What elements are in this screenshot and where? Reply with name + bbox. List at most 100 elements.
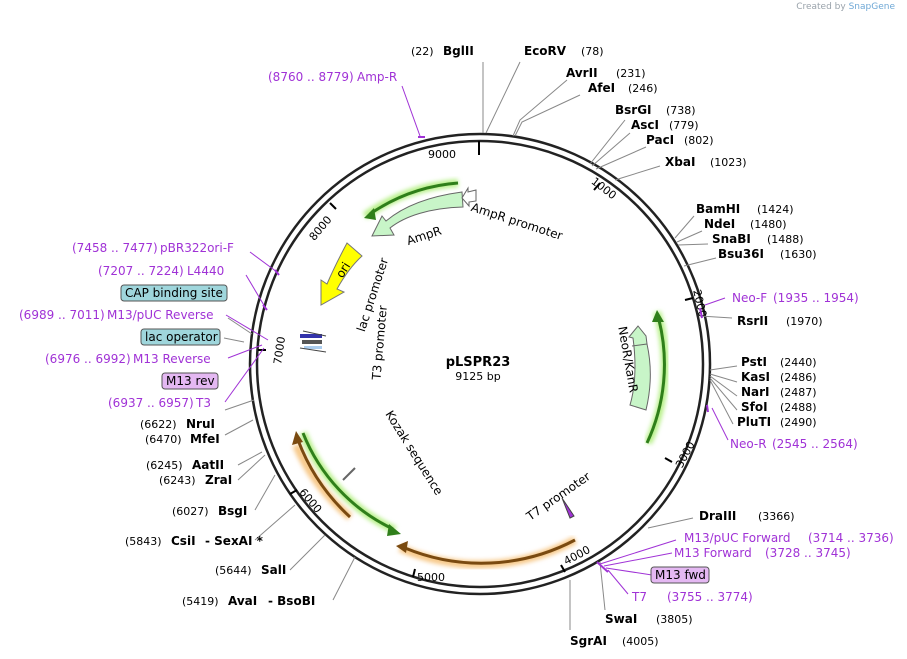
tick-5000: 5000: [417, 571, 445, 584]
primer-t3-name: T3: [195, 396, 211, 410]
site-asci-pos: (779): [669, 119, 699, 132]
kozak-line-arrowhead: [387, 524, 401, 536]
site-avai-pos: (5419): [182, 595, 219, 608]
primer-labels: (8760 .. 8779) Amp-R (7458 .. 7477) pBR3…: [19, 70, 894, 604]
site-draiii-name: DraIII: [699, 509, 736, 523]
plasmid-length: 9125 bp: [455, 370, 500, 383]
backbone-outer-ring: [248, 132, 712, 596]
m13-fwd-box: [650, 566, 710, 584]
boxed-labels: CAP binding site lac operator M13 rev M1…: [120, 284, 710, 584]
primer-m13puc-rev-range: (6989 .. 7011): [19, 308, 105, 322]
orange-arrow-bottom: [404, 538, 576, 565]
site-csii-name: CsiI: [171, 534, 196, 548]
tick-7000: 7000: [271, 336, 288, 366]
cap-binding-site-label: CAP binding site: [125, 286, 223, 300]
primer-m13puc-fwd-name: M13/pUC Forward: [684, 531, 791, 545]
site-bsgi-name: BsgI: [218, 504, 247, 518]
scale-ticks: [258, 141, 694, 578]
primer-neor-name: Neo-R: [730, 437, 767, 451]
orange-arrow-left: [296, 439, 352, 519]
site-sfoi-name: SfoI: [741, 400, 768, 414]
m13-fwd-label: M13 fwd: [655, 568, 706, 582]
site-swai-pos: (3805): [656, 613, 693, 626]
ampr-line-arrowhead: [364, 208, 376, 220]
site-ndei-name: NdeI: [704, 217, 735, 231]
site-avai-name: AvaI: [228, 594, 257, 608]
primer-pbr322ori-range: (7458 .. 7477): [72, 241, 158, 255]
site-ndei-pos: (1480): [750, 218, 787, 231]
ampr-promoter-arrow: [461, 186, 477, 208]
primer-m13-fwd-range: (3728 .. 3745): [765, 546, 851, 560]
primer-neof-range: (1935 .. 1954): [773, 291, 859, 305]
site-asci-name: AscI: [631, 118, 659, 132]
site-bsgi-pos: (6027): [172, 505, 209, 518]
site-nari-name: NarI: [741, 385, 770, 399]
site-bamhi-pos: (1424): [757, 203, 794, 216]
site-xbai-pos: (1023): [710, 156, 747, 169]
cap-binding-site-box: [120, 284, 228, 302]
site-sgrai-name: SgrAI: [570, 634, 607, 648]
site-zrai-pos: (6243): [159, 474, 196, 487]
primer-m13-rev-name: M13 Reverse: [133, 352, 211, 366]
site-paci-name: PacI: [646, 133, 674, 147]
site-afei-name: AfeI: [588, 81, 615, 95]
t7-promoter-mark: [561, 497, 575, 519]
site-pluti-pos: (2490): [780, 416, 817, 429]
primer-t7-range: (3755 .. 3774): [667, 590, 753, 604]
site-psti-pos: (2440): [780, 356, 817, 369]
neor-cds-line: [645, 319, 666, 444]
plasmid-name: pLSPR23: [446, 355, 511, 370]
primer-leader-lines: [224, 85, 729, 595]
leader-lines: [223, 61, 738, 630]
neor-line-arrowhead: [652, 310, 664, 322]
site-bglii-pos: (22): [411, 45, 434, 58]
primer-pbr322ori-name: pBR322ori-F: [160, 241, 234, 255]
ampr-label: AmpR: [405, 224, 443, 248]
credit-brand: SnapGene: [848, 2, 895, 12]
orange-bottom-arrowhead: [396, 541, 408, 553]
site-mfei-pos: (6470): [145, 433, 182, 446]
credit-prefix: Created by: [796, 2, 846, 12]
primer-l4440-range: (7207 .. 7224): [98, 264, 184, 278]
ori-feature-arrow: [320, 242, 363, 306]
primer-neor-range: (2545 .. 2564): [772, 437, 858, 451]
site-afei-pos: (246): [628, 82, 658, 95]
primer-neof-name: Neo-F: [732, 291, 767, 305]
site-avrii-name: AvrII: [566, 66, 598, 80]
site-bglii-name: BglII: [443, 44, 474, 58]
primer-ampr-name: Amp-R: [357, 70, 397, 84]
site-draiii-pos: (3366): [758, 510, 795, 523]
kozak-label: Kozak sequence: [383, 408, 446, 498]
site-ecorv-pos: (78): [581, 45, 604, 58]
kozak-cds-line: [301, 432, 394, 531]
t7-promoter-label: T7 promoter: [523, 469, 593, 524]
site-aatii-pos: (6245): [146, 459, 183, 472]
site-nari-pos: (2487): [780, 386, 817, 399]
site-bsu36i-name: Bsu36I: [718, 247, 764, 261]
site-sexai-name: - SexAI *: [205, 534, 264, 548]
site-nrui-pos: (6622): [140, 418, 177, 431]
tick-2000: 2000: [690, 288, 709, 318]
primer-m13puc-fwd-range: (3714 .. 3736): [808, 531, 894, 545]
site-zrai-name: ZraI: [205, 473, 232, 487]
site-bsu36i-pos: (1630): [780, 248, 817, 261]
ampr-feature-arrow: [371, 191, 464, 237]
m13-rev-label: M13 rev: [166, 374, 215, 388]
site-paci-pos: (802): [684, 134, 714, 147]
primer-m13puc-rev-name: M13/pUC Reverse: [107, 308, 214, 322]
site-snabi-name: SnaBI: [712, 232, 751, 246]
site-bamhi-name: BamHI: [696, 202, 740, 216]
orange-left-arrowhead: [292, 431, 303, 445]
primer-ampr-range: (8760 .. 8779): [268, 70, 354, 84]
m13-rev-box: [161, 372, 219, 390]
site-avrii-pos: (231): [616, 67, 646, 80]
t3-promoter-label: T3 promoter: [369, 305, 390, 381]
snapgene-credit: Created by SnapGene: [796, 2, 895, 12]
primer-t3-range: (6937 .. 6957): [108, 396, 194, 410]
neor-feature-arrow: [628, 325, 651, 411]
site-kasi-pos: (2486): [780, 371, 817, 384]
ampr-cds-line: [369, 181, 459, 216]
site-sali-pos: (5644): [215, 564, 252, 577]
tick-3000: 3000: [673, 439, 698, 470]
